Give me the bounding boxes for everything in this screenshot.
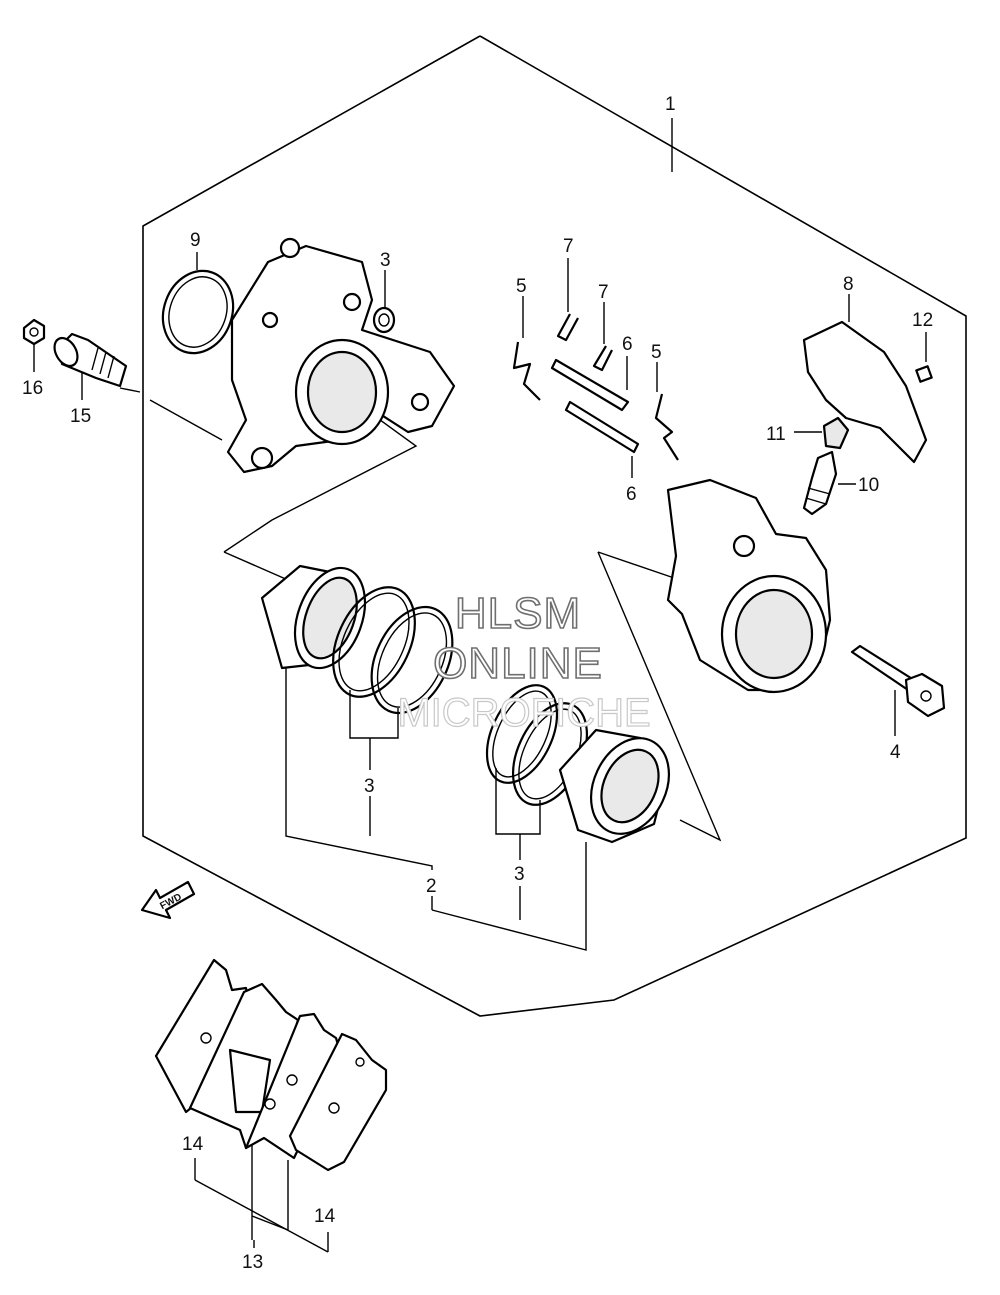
callout-8: 8 [843, 274, 854, 295]
callout-6: 6 [626, 484, 637, 505]
assembly-outline [142, 35, 967, 1017]
callout-2: 2 [426, 876, 437, 897]
watermark: HLSM ONLINE MICROFICHE [397, 588, 652, 735]
callout-9: 9 [190, 230, 201, 251]
callout-7: 7 [598, 282, 609, 303]
callout-5: 5 [651, 342, 662, 363]
watermark-line-3: MICROFICHE [397, 691, 650, 735]
callout-labels: 1 2 3 3 3 4 5 5 6 6 7 7 8 9 10 11 12 13 … [22, 94, 933, 1273]
callout-12: 12 [912, 310, 933, 331]
callout-3: 3 [380, 250, 391, 271]
leader-lines [33, 118, 927, 1253]
mounting-bolt-part [850, 644, 946, 718]
forward-arrow-icon: FWD [140, 880, 196, 920]
bleeder-valve-part [802, 450, 838, 516]
piston-left-part [260, 564, 454, 715]
callout-4: 4 [890, 742, 901, 763]
fwd-label: FWD [158, 892, 183, 912]
brake-pad-set-part [154, 958, 388, 1172]
callout-14: 14 [182, 1134, 204, 1155]
callout-16: 16 [22, 378, 43, 399]
pad-pin-part [550, 358, 640, 454]
bleeder-cap-part [822, 416, 850, 450]
cap-nut-part [22, 318, 46, 346]
callout-3: 3 [514, 864, 525, 885]
caliper-housing-left [226, 237, 456, 474]
callout-11: 11 [766, 424, 786, 445]
callout-7: 7 [563, 236, 574, 257]
callout-13: 13 [242, 1252, 263, 1273]
watermark-line-2: ONLINE [433, 639, 603, 688]
watermark-line-1: HLSM [455, 589, 581, 638]
callout-15: 15 [70, 406, 91, 427]
pin-bolt-part [53, 332, 128, 388]
caliper-housing-right [666, 478, 832, 694]
callout-10: 10 [858, 475, 879, 496]
callout-14: 14 [314, 1206, 336, 1227]
spring-clip-part [512, 341, 541, 401]
callout-6: 6 [622, 334, 633, 355]
callout-3: 3 [364, 776, 375, 797]
piston-right-part [485, 684, 670, 844]
pad-spring-part [802, 320, 928, 464]
callout-1: 1 [665, 94, 676, 115]
o-ring-part [161, 269, 235, 355]
callout-5: 5 [516, 276, 527, 297]
clip-part [556, 313, 579, 342]
